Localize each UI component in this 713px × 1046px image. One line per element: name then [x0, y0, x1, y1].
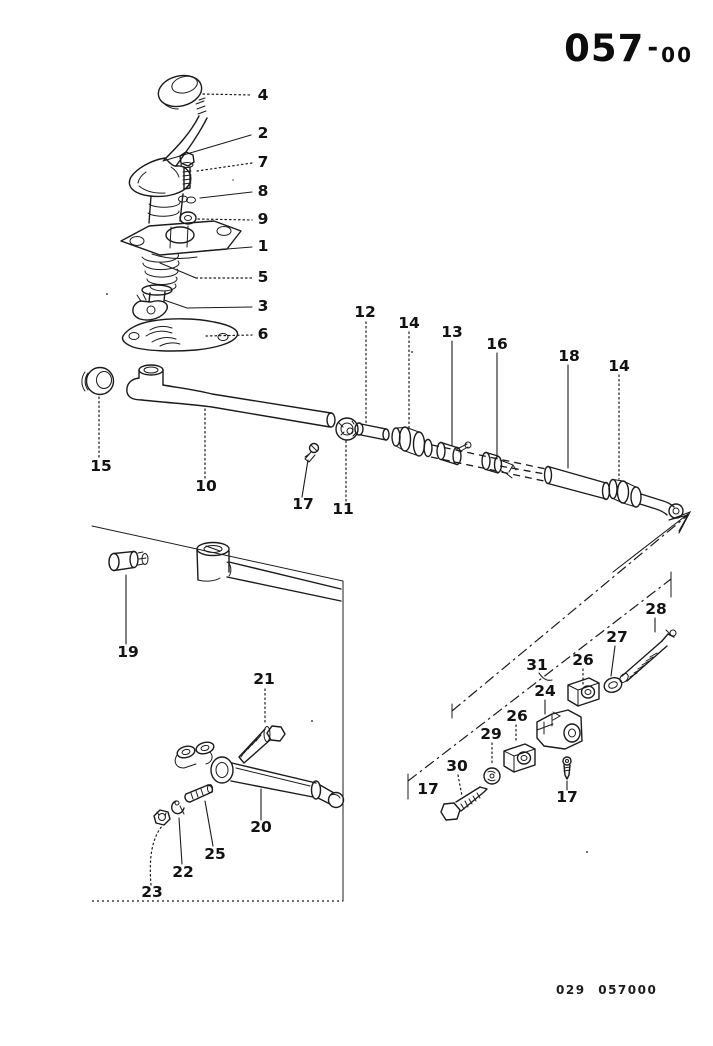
clip-part-22 — [172, 801, 184, 814]
callout-15: 15 — [90, 457, 112, 475]
callout-30: 30 — [446, 757, 468, 775]
leader-lines — [99, 94, 655, 885]
coupling-part-14-front — [392, 427, 432, 457]
clevis-bracket — [175, 740, 215, 768]
shaft-tip-part-12 — [355, 423, 389, 440]
ring-part-11 — [336, 418, 358, 440]
bolt-part-7 — [180, 152, 194, 189]
callout-labels: 4 2 7 8 9 1 5 3 6 12 14 13 16 18 14 15 1… — [90, 86, 667, 901]
callout-8: 8 — [258, 182, 269, 200]
shaft-end-socket — [197, 543, 341, 602]
callout-26-right: 26 — [572, 651, 594, 669]
shift-knob-part-4 — [155, 71, 205, 113]
bolt-part-21 — [239, 726, 285, 763]
callout-4: 4 — [258, 86, 269, 104]
callout-1: 1 — [258, 237, 269, 255]
callout-14-front: 14 — [398, 314, 420, 332]
callout-11: 11 — [332, 500, 354, 518]
mounting-plate-part-1 — [121, 221, 241, 258]
callout-21: 21 — [253, 670, 275, 688]
rubber-block-part-26-left — [504, 744, 535, 772]
housing-part-24 — [537, 710, 582, 749]
clamp-part-13 — [437, 442, 471, 465]
callout-16: 16 — [486, 335, 508, 353]
callout-29: 29 — [480, 725, 502, 743]
lever-ball-housing — [129, 158, 190, 223]
callout-23: 23 — [141, 883, 163, 901]
callout-18: 18 — [558, 347, 580, 365]
callout-10: 10 — [195, 477, 217, 495]
gasket-plate-part-6 — [122, 319, 237, 351]
fork-clamp-part-16 — [482, 453, 516, 479]
screw-part-17-small — [563, 757, 571, 779]
bushing-part-15 — [82, 368, 114, 395]
callout-31: 31 — [526, 656, 548, 674]
callout-12: 12 — [354, 303, 376, 321]
callout-19: 19 — [117, 643, 139, 661]
rubber-block-part-26-right — [568, 678, 599, 706]
callout-26-left: 26 — [506, 707, 528, 725]
coupling-part-14-rear — [609, 480, 641, 508]
callout-5: 5 — [258, 268, 269, 286]
tube-part-18 — [545, 467, 610, 500]
spring-part-5 — [142, 254, 179, 291]
callout-27: 27 — [606, 628, 628, 646]
footer-code: 029 057000 — [556, 983, 658, 997]
callout-17-line: 17 — [417, 780, 439, 798]
doc-number-separator: - — [647, 33, 660, 63]
spring-rod-part-28 — [618, 630, 676, 684]
doc-number-suffix: 00 — [661, 43, 693, 67]
callout-2: 2 — [258, 124, 269, 142]
callout-24: 24 — [534, 682, 556, 700]
grommet-part-29 — [484, 768, 500, 784]
selector-rod-part-10 — [127, 365, 335, 427]
bushing-part-25 — [185, 785, 213, 803]
washer-part-27 — [602, 675, 624, 694]
lower-joint-part-3 — [133, 285, 172, 320]
callout-20: 20 — [250, 818, 272, 836]
selector-arm-part-20 — [211, 757, 344, 808]
body-reference-lines-part-31 — [408, 515, 688, 799]
callout-6: 6 — [258, 325, 269, 343]
callout-17-small: 17 — [556, 788, 578, 806]
inset-box — [92, 526, 343, 901]
doc-number: 057 - 00 — [564, 30, 693, 67]
callout-28: 28 — [645, 600, 667, 618]
callout-13: 13 — [441, 323, 463, 341]
nut-part-23 — [154, 810, 170, 825]
callout-22: 22 — [172, 863, 194, 881]
screw-part-17-mid — [305, 444, 319, 463]
doc-number-main: 057 — [564, 27, 645, 70]
callout-9: 9 — [258, 210, 269, 228]
scan-speckles — [106, 179, 588, 853]
pin-part-19 — [109, 552, 148, 571]
callout-7: 7 — [258, 153, 269, 171]
shaft-end-eye — [640, 494, 683, 518]
direction-arrow — [613, 512, 690, 572]
callout-14-rear: 14 — [608, 357, 630, 375]
callout-25: 25 — [204, 845, 226, 863]
callout-3: 3 — [258, 297, 269, 315]
lock-washer-part-8 — [179, 196, 196, 203]
shaft-dashed-rod — [431, 445, 546, 481]
callout-17-mid: 17 — [292, 495, 314, 513]
screw-part-30 — [441, 787, 487, 820]
washer-part-9 — [180, 212, 196, 224]
shift-lever-part-2 — [164, 98, 207, 166]
